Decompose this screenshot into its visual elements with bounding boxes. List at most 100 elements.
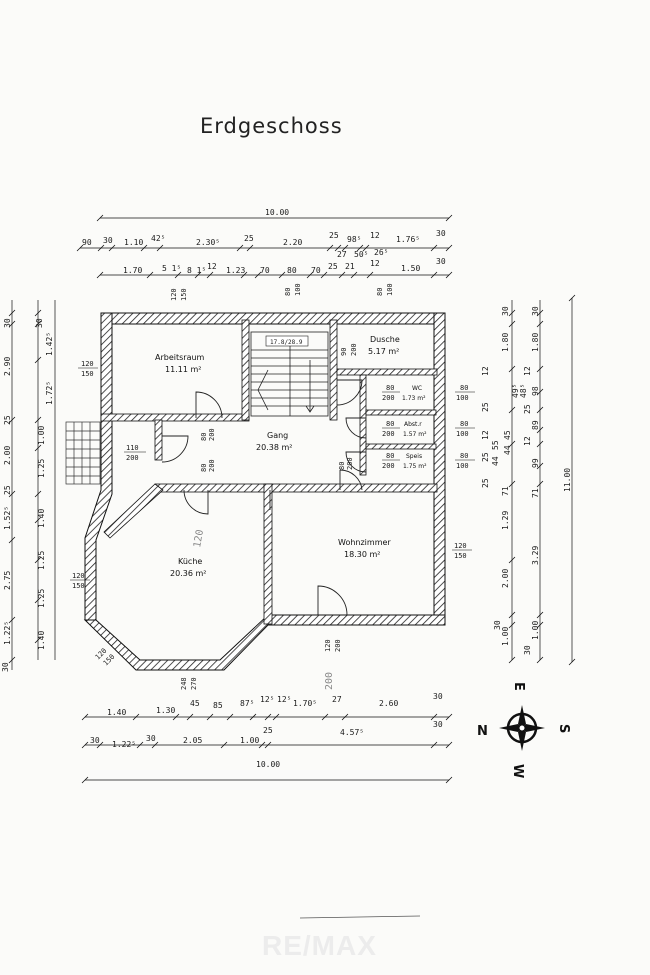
dim-top2-0: 1.70 xyxy=(123,266,142,275)
dim-bot1-6: 12⁵ xyxy=(277,695,291,704)
dimension-tick xyxy=(264,741,272,749)
dimension-tick xyxy=(508,320,516,328)
dim-right2-3: 98 xyxy=(531,386,540,396)
dimension-tick xyxy=(326,244,334,252)
dimension-tick xyxy=(254,271,262,279)
dimension-tick xyxy=(445,741,453,749)
dim-bot1-0: 1.40 xyxy=(107,708,126,717)
door-swings xyxy=(161,379,367,616)
dimension-tick xyxy=(96,214,104,222)
room-gang-name: Gang xyxy=(267,431,288,440)
dimension-tick xyxy=(76,244,84,252)
w-right-w: 120 xyxy=(454,542,467,550)
dim-bot1-10: 30 xyxy=(433,692,443,701)
dimension-tick xyxy=(246,244,254,252)
w2-w: 80 xyxy=(284,288,292,296)
dimension-tick xyxy=(34,320,42,328)
compass-rose xyxy=(499,705,545,751)
dim-bot2-4: 1.00 xyxy=(240,736,259,745)
dim-left2-1: 1.42⁵ xyxy=(45,332,54,356)
dimension-tick xyxy=(508,656,516,664)
dim-top2-1: 5 1⁵ xyxy=(162,264,181,273)
handwritten-mark-1: 120 xyxy=(192,529,206,549)
dim-left3-1: 1.22⁵ xyxy=(3,621,12,645)
dimension-tick xyxy=(140,244,148,252)
dimension-tick xyxy=(430,713,438,721)
dim-top2-5: 70 xyxy=(260,266,270,275)
dimension-tick xyxy=(430,271,438,279)
dimension-tick xyxy=(508,556,516,564)
w-ent-h: 200 xyxy=(126,454,139,462)
dimension-tick xyxy=(264,713,272,721)
dim-top2-7: 70 xyxy=(311,266,321,275)
dimension-tick xyxy=(96,271,104,279)
dimension-tick xyxy=(272,713,280,721)
dim-right1-6: 25 xyxy=(481,478,490,488)
dim-top2-4: 1.23 xyxy=(226,266,245,275)
dimension-tick xyxy=(97,244,105,252)
compass-e: E xyxy=(511,682,526,691)
w-left-w: 120 xyxy=(81,360,94,368)
dim-right2-9: 3.29 xyxy=(531,546,540,565)
dim-bot2-1: 1.22⁵ xyxy=(112,740,136,749)
dimension-tick xyxy=(8,490,16,498)
room-dusche-area: 5.17 m² xyxy=(368,347,399,356)
dim-left1-0: 30 xyxy=(3,318,12,328)
d3-w: 90 xyxy=(340,348,348,356)
dim-right2-5: 89 xyxy=(531,420,540,430)
dimension-tick xyxy=(186,713,194,721)
dimension-tick xyxy=(8,416,16,424)
dim-bot2-7: 30 xyxy=(433,720,443,729)
dimension-tick xyxy=(34,636,42,644)
dim-right1-10: 30 xyxy=(493,620,502,630)
dimension-tick xyxy=(536,406,544,414)
dimension-tick xyxy=(174,271,182,279)
dim-left1-2: 25 xyxy=(3,415,12,425)
wc-win-w: 80 xyxy=(460,384,468,392)
dimension-tick xyxy=(536,480,544,488)
dim-top1-5: 25 xyxy=(244,234,254,243)
w3-h: 100 xyxy=(386,283,394,296)
dim-right1-4: 12 xyxy=(481,430,490,440)
dim-left2-3: 1.00 xyxy=(37,426,46,445)
dimension-tick xyxy=(508,406,516,414)
dim-bot1-8: 27 xyxy=(332,695,342,704)
dimension-tick xyxy=(536,440,544,448)
dimension-tick xyxy=(508,611,516,619)
dim-rb-6: 71 xyxy=(501,486,510,496)
dimension-tick xyxy=(8,309,16,317)
dimension-tick xyxy=(96,741,104,749)
dim-top1-3: 42⁵ xyxy=(151,234,165,243)
dimension-lines xyxy=(11,217,573,781)
dim-top1b-2: 26⁵ xyxy=(374,248,388,257)
room-abstr-area: 1.57 m² xyxy=(403,431,427,438)
dimension-tick xyxy=(8,656,16,664)
dim-bot2-2: 30 xyxy=(146,734,156,743)
dim-right1-2: 12 xyxy=(481,366,490,376)
dim-right2-4: 25 xyxy=(523,404,532,414)
dimension-tick xyxy=(8,616,16,624)
dim-left2-8: 1.40 xyxy=(37,631,46,650)
dim-left2-7: 1.25 xyxy=(37,589,46,608)
dimension-tick xyxy=(172,713,180,721)
room-wohnzimmer-area: 18.30 m² xyxy=(344,550,380,559)
dimension-tick xyxy=(508,440,516,448)
dimension-tick xyxy=(278,271,286,279)
ab-door-h: 200 xyxy=(382,430,395,438)
dim-rb-0: 48⁵ xyxy=(519,384,528,398)
dim-top1-2: 1.10 xyxy=(124,238,143,247)
sp-win-w: 80 xyxy=(460,452,468,460)
dimension-tick xyxy=(341,713,349,721)
room-kueche-name: Küche xyxy=(178,557,202,566)
plan-title: Erdgeschoss xyxy=(200,114,343,138)
dimension-tick xyxy=(568,294,576,302)
dimension-tick xyxy=(350,271,358,279)
dim-top2-11: 1.50 xyxy=(401,264,420,273)
dim-left1-4: 25 xyxy=(3,485,12,495)
dim-right1-8: 2.00 xyxy=(501,569,510,588)
d3-h: 200 xyxy=(350,343,358,356)
entry-steps xyxy=(65,421,101,485)
dimension-tick xyxy=(226,713,234,721)
wc-win-h: 100 xyxy=(456,394,469,402)
